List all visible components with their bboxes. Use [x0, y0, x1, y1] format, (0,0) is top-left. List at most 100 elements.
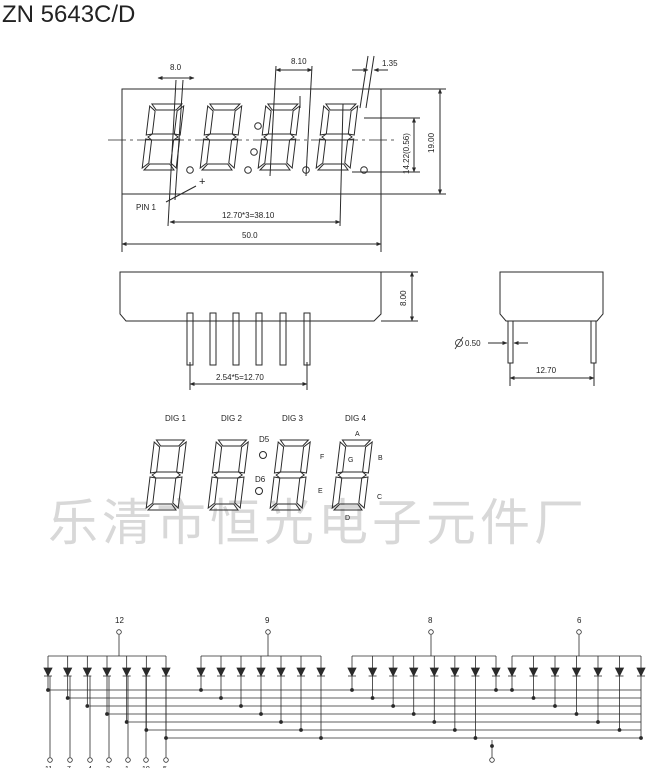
segment-g — [147, 133, 179, 141]
dp-label-d5: D5 — [259, 435, 270, 444]
guide-line — [339, 103, 344, 227]
dp-d5-dot — [259, 451, 267, 459]
segment-e — [141, 138, 153, 170]
segment-a — [341, 439, 372, 447]
pin1-label: PIN 1 — [136, 203, 157, 212]
segment-e — [199, 138, 211, 170]
decimal-point-dot — [244, 166, 252, 174]
segment-a — [217, 439, 248, 447]
segment-d — [200, 163, 233, 171]
segment-c — [296, 476, 307, 510]
plus-mark: + — [199, 176, 205, 188]
led-diode — [316, 667, 326, 677]
digit-label-3: DIG 3 — [282, 414, 303, 423]
bottom-pin-terminal — [87, 757, 93, 763]
segment-c — [358, 476, 369, 510]
common-pin-label: 6 — [577, 616, 582, 625]
led-diode — [296, 667, 306, 677]
led-diode — [450, 667, 460, 677]
dim-digit-spacing: 8.10 — [291, 57, 307, 66]
guide-line — [174, 79, 184, 201]
common-pin-label: 12 — [115, 616, 124, 625]
segment-a — [150, 103, 184, 111]
segment-d — [316, 163, 349, 171]
guide-line — [305, 65, 313, 177]
segment-e — [269, 476, 281, 510]
dim-pin-pitch: 2.54*5=12.70 — [216, 373, 264, 382]
front-digit-group — [141, 103, 368, 174]
common-pin-terminal — [428, 629, 434, 635]
segment-f — [203, 104, 214, 136]
led-diode — [571, 667, 582, 677]
bottom-pin-terminal — [47, 757, 53, 763]
guide-line — [365, 55, 375, 109]
display-body-front — [121, 88, 382, 195]
led-diode — [82, 667, 92, 677]
dp-label-d6: D6 — [255, 475, 266, 484]
junction-dot — [105, 712, 109, 716]
dim-seg-width: 8.0 — [170, 63, 182, 72]
segment-d — [208, 503, 239, 511]
dim-pin-diameter: 0.50 — [465, 339, 481, 348]
front-digit-4 — [315, 103, 359, 171]
common-pin-terminal — [116, 629, 122, 635]
common-pin-label: 8 — [428, 616, 433, 625]
bottom-pin-label: 10 — [142, 766, 150, 768]
junction-dot — [490, 744, 494, 748]
diameter-symbol — [455, 339, 463, 347]
segment-f — [319, 104, 330, 136]
colon-dot-lower — [250, 148, 258, 156]
common-pin-terminal — [576, 629, 582, 635]
led-diode — [636, 667, 646, 677]
segment-c — [286, 138, 297, 170]
segment-label-d: D — [345, 515, 350, 522]
led-diode — [122, 667, 132, 677]
side-pin — [255, 312, 263, 366]
bottom-pin-terminal — [489, 757, 495, 763]
end-pin-right — [590, 320, 597, 364]
segment-label-a: A — [355, 431, 360, 438]
colon-dot-upper — [254, 122, 262, 130]
led-diode — [491, 667, 501, 677]
segment-c — [172, 476, 183, 510]
dim-digit-height: 14.22(0.56) — [402, 133, 411, 174]
dim-seg-thickness: 1.35 — [382, 59, 398, 68]
segment-b — [300, 440, 311, 474]
segment-label-f: F — [320, 454, 324, 461]
led-diode — [256, 667, 266, 677]
schematic — [43, 629, 646, 763]
common-pin-label: 9 — [265, 616, 270, 625]
led-diode — [409, 667, 419, 677]
bottom-pin-label: 5 — [163, 766, 167, 768]
side-pin-group — [186, 312, 311, 366]
front-digit-2 — [199, 103, 243, 171]
side-pin — [232, 312, 240, 366]
segment-f — [149, 440, 161, 474]
end-pin-left — [507, 320, 514, 364]
front-view — [108, 55, 446, 252]
bottom-pin-label: 11 — [45, 766, 52, 768]
led-diode — [550, 667, 560, 677]
segment-label-b: B — [378, 455, 383, 462]
common-pin-terminal — [265, 629, 271, 635]
segment-f — [145, 104, 156, 136]
segment-g — [205, 133, 237, 141]
dim-total-width: 50.0 — [242, 231, 258, 240]
led-diode — [528, 667, 539, 677]
led-diode — [216, 667, 226, 677]
segment-e — [257, 138, 269, 170]
led-diode — [470, 667, 481, 677]
bottom-pin-label: 7 — [67, 766, 71, 768]
led-diode — [593, 667, 603, 677]
segment-g — [337, 471, 368, 479]
junction-dot — [46, 688, 50, 692]
segment-c — [234, 476, 245, 510]
bottom-pin-terminal — [143, 757, 149, 763]
led-diode — [141, 667, 151, 677]
segment-g — [151, 471, 182, 479]
guide-line — [269, 65, 277, 177]
segment-label-g: G — [348, 457, 353, 464]
bottom-pin-label: 4 — [88, 766, 92, 768]
segment-e — [207, 476, 219, 510]
